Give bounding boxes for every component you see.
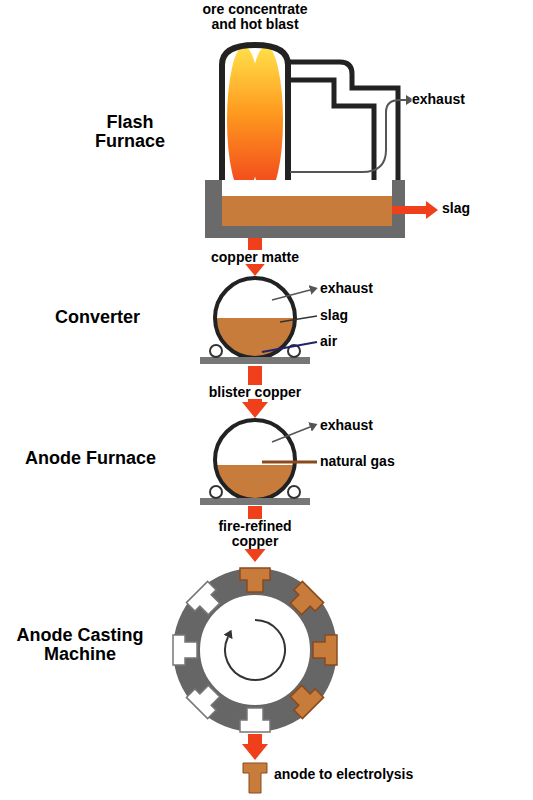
flow-label: copper matte (208, 250, 302, 265)
flash-furnace-node: Flash Furnace (70, 45, 410, 238)
slag-label: slag (320, 308, 348, 323)
slag-label: slag (442, 201, 470, 216)
exhaust-label: exhaust (412, 92, 465, 107)
product-label: anode to electrolysis (274, 767, 413, 782)
exhaust-label: exhaust (320, 281, 373, 296)
mold-shape (285, 581, 323, 619)
flash-furnace (205, 45, 426, 238)
casting-machine-node: Anode Casting Machine (0, 562, 345, 734)
mold-shape (173, 635, 197, 665)
anode-shape (243, 763, 267, 793)
casting-wheel (173, 568, 337, 732)
flow-label: fire-refined copper (202, 519, 308, 548)
flow-label: blister copper (206, 385, 305, 400)
unit-heading: Flash Furnace (80, 113, 180, 151)
anode-product-node: anode to electrolysis (238, 760, 488, 794)
fuel-label: natural gas (320, 454, 395, 469)
unit-heading: Converter (55, 308, 140, 327)
mold-shape (186, 581, 224, 619)
mold-shape (186, 680, 224, 718)
feed-label: ore concentrate and hot blast (195, 2, 315, 33)
mold-shape (285, 680, 323, 718)
unit-heading: Anode Casting Machine (5, 626, 155, 664)
converter-node: Converter (50, 276, 320, 366)
mold-shape (313, 635, 337, 665)
mold-shape (240, 568, 270, 592)
exhaust-label: exhaust (320, 418, 373, 433)
unit-heading: Anode Furnace (25, 449, 156, 468)
anode-furnace-vessel (200, 420, 317, 505)
air-label: air (320, 334, 337, 349)
converter-vessel (200, 278, 317, 368)
anode-furnace-node: Anode Furnace (20, 418, 310, 506)
mold-shape (240, 708, 270, 732)
flow-arrow (248, 734, 262, 744)
